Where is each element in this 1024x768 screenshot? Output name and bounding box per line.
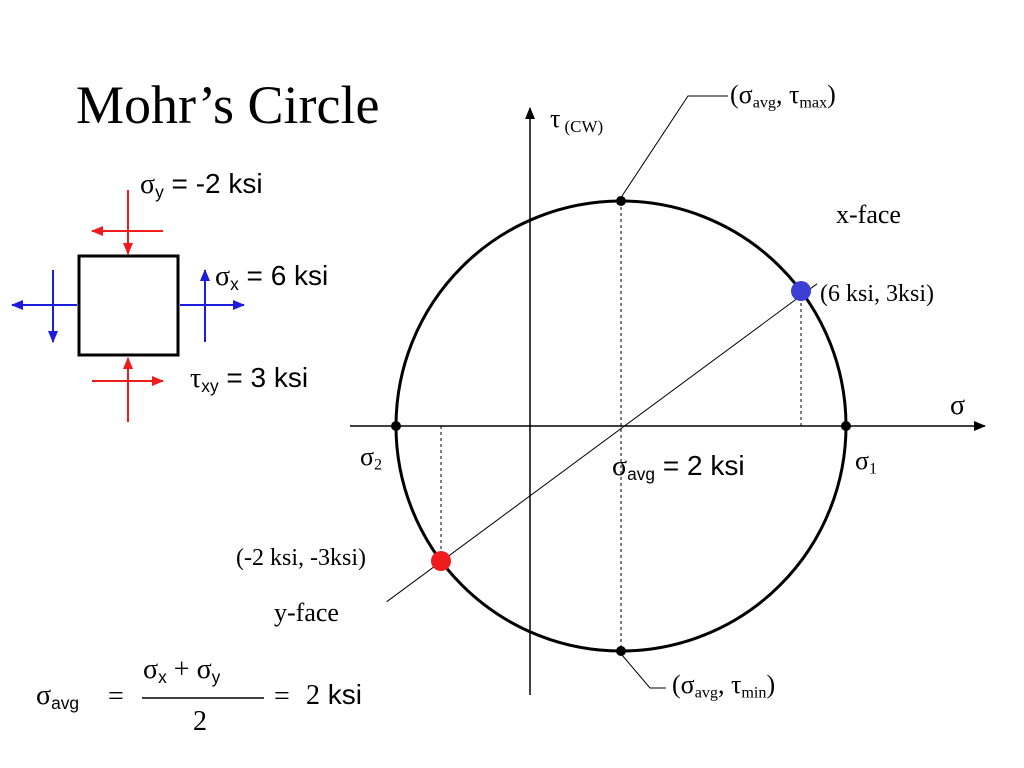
sigma-avg-label: σavg = 2 ksi: [612, 450, 745, 484]
x-face-label: x-face: [836, 200, 901, 229]
formula-eq2: =: [274, 681, 290, 712]
x-face-coords: (6 ksi, 3ksi): [820, 281, 934, 307]
stress-element: [11, 190, 245, 422]
formula-numerator: σx + σy: [143, 654, 221, 687]
tau-max-label: (σavg, τmax): [730, 80, 836, 112]
sigma2-label: σ2: [360, 442, 383, 474]
sigma-x-label: σx = 6 ksi: [215, 260, 329, 294]
x-face-point: [791, 281, 811, 301]
sigma-y-label: σy = -2 ksi: [140, 168, 263, 202]
page-title: Mohr’s Circle: [76, 75, 380, 135]
formula-result: 2 ksi: [306, 679, 362, 711]
tau-max-point: [616, 196, 626, 206]
tau-max-leader: [621, 95, 728, 197]
element-square: [77, 254, 180, 357]
y-face-coords: (-2 ksi, -3ksi): [236, 545, 366, 571]
sigma1-label: σ1: [855, 446, 878, 478]
tau-axis-label: τ (CW): [550, 104, 604, 137]
tau-min-label: (σavg, τmin): [672, 670, 776, 702]
diameter-line: [386, 283, 818, 603]
sigma-axis-label: σ: [950, 390, 966, 421]
sigma1-point: [841, 421, 851, 431]
sigma2-point: [391, 421, 401, 431]
tau-xy-label: τxy = 3 ksi: [190, 362, 309, 396]
formula-eq1: =: [108, 681, 124, 712]
y-face-label: y-face: [274, 598, 339, 627]
formula-denominator: 2: [193, 706, 207, 737]
tau-min-leader: [621, 654, 666, 689]
y-face-point: [431, 551, 451, 571]
formula-lhs: σavg: [36, 680, 80, 713]
tau-min-point: [616, 646, 626, 656]
